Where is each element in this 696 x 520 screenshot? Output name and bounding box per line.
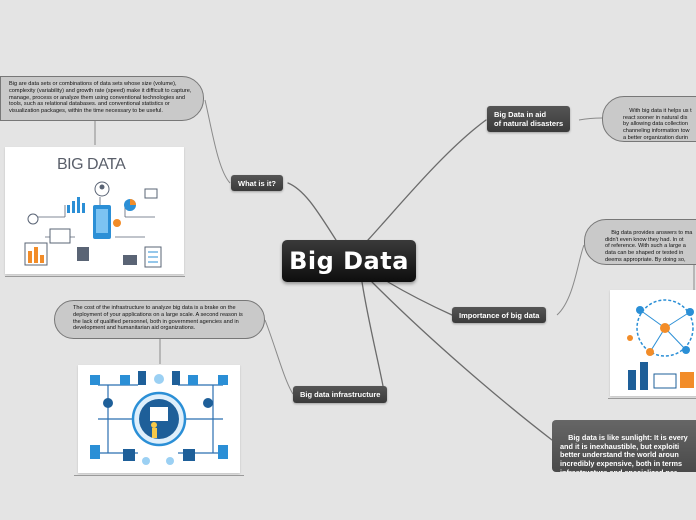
link-note-what (204, 99, 231, 184)
note-natural-disasters: With big data it helps us t react sooner… (602, 96, 696, 142)
link-what-is-it (287, 182, 337, 241)
image-underline-3 (608, 398, 696, 399)
data-analytics-icon (24, 181, 162, 268)
big-data-illustration: BIG DATA (5, 147, 184, 274)
topic-importance-label: Importance of big data (459, 310, 540, 320)
note-what-is-it-text: Big are data sets or combinations of dat… (9, 81, 192, 115)
note-importance-text: Big data provides answers to ma didn't e… (605, 229, 693, 264)
link-natural-disasters (367, 119, 487, 241)
central-topic-title: Big Data (289, 247, 409, 275)
topic-sunlight[interactable]: Big data is like sunlight: It is every a… (552, 420, 696, 472)
central-topic[interactable]: Big Data (282, 240, 416, 282)
topic-sunlight-text: Big data is like sunlight: It is every a… (560, 432, 688, 472)
topic-natural-disasters-label: Big Data in aid of natural disasters (494, 110, 564, 128)
big-data-illustration-title: BIG DATA (57, 156, 126, 173)
link-importance (387, 281, 453, 316)
topic-what-is-it[interactable]: What is it? (231, 175, 283, 191)
link-note-infra (264, 319, 294, 395)
note-infrastructure: The cost of the infrastructure to analyz… (54, 300, 265, 339)
topic-importance[interactable]: Importance of big data (452, 307, 547, 323)
topic-what-is-it-label: What is it? (238, 178, 276, 188)
topic-infrastructure[interactable]: Big data infrastructure (293, 386, 388, 403)
note-natural-disasters-text: With big data it helps us t react sooner… (623, 107, 692, 141)
network-infrastructure-icon (90, 371, 228, 465)
topic-natural-disasters[interactable]: Big Data in aid of natural disasters (487, 106, 571, 132)
link-note-disasters (578, 117, 603, 121)
link-infrastructure (361, 281, 384, 387)
infrastructure-illustration (78, 365, 240, 473)
image-underline-2 (74, 475, 244, 476)
topic-infrastructure-label: Big data infrastructure (300, 390, 381, 399)
importance-illustration (610, 290, 696, 396)
image-underline-1 (5, 276, 185, 277)
link-sunlight (371, 281, 553, 441)
note-infrastructure-text: The cost of the infrastructure to analyz… (73, 305, 243, 332)
data-network-icon (627, 299, 694, 390)
link-note-importance (556, 244, 585, 316)
note-what-is-it: Big are data sets or combinations of dat… (0, 76, 204, 121)
note-importance: Big data provides answers to ma didn't e… (584, 219, 696, 265)
